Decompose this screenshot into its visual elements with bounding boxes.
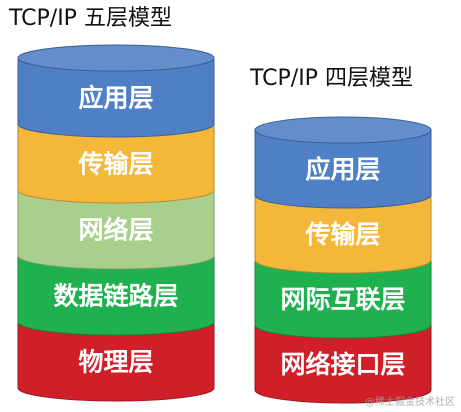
four-layer-model-title: TCP/IP 四层模型 — [250, 66, 413, 91]
five-layer-layer-2-label: 传输层 — [77, 150, 153, 179]
five-layer-model-title: TCP/IP 五层模型 — [9, 6, 172, 31]
four-layer-layer-1: 应用层 — [254, 116, 432, 209]
four-layer-layer-2-label: 传输层 — [304, 220, 380, 249]
four-layer-layer-2-body — [254, 194, 432, 274]
four-layer-layer-3-body — [254, 259, 432, 339]
four-layer-layer-4-body — [254, 324, 432, 404]
four-layer-layer-1-body — [254, 129, 432, 209]
five-layer-layer-4-label: 数据链路层 — [53, 282, 178, 311]
five-layer-layer-1: 应用层 — [17, 44, 215, 138]
four-layer-layer-4: 网络接口层 — [254, 324, 432, 404]
five-layer-layer-2-body — [17, 123, 215, 204]
five-layer-top-cap — [17, 44, 215, 72]
five-layer-layer-1-body — [17, 57, 215, 138]
five-layer-layer-1-label: 应用层 — [78, 84, 153, 113]
five-layer-layer-4: 数据链路层 — [17, 255, 215, 336]
five-layer-stack: 物理层 数据链路层 网络层 传输层 应用层 — [17, 44, 215, 402]
four-layer-layer-1-label: 应用层 — [305, 155, 380, 184]
four-layer-layer-2: 传输层 — [254, 194, 432, 274]
five-layer-layer-5: 物理层 — [17, 321, 215, 402]
watermark: @稀土掘金技术社区 — [365, 397, 455, 408]
four-layer-layer-4-label: 网络接口层 — [280, 350, 405, 379]
five-layer-layer-2: 传输层 — [17, 123, 215, 204]
five-layer-layer-3: 网络层 — [17, 189, 215, 270]
five-layer-layer-3-label: 网络层 — [78, 216, 153, 245]
five-layer-layer-4-body — [17, 255, 215, 336]
five-layer-layer-5-body — [17, 321, 215, 402]
five-layer-layer-3-body — [17, 189, 215, 270]
five-layer-layer-5-label: 物理层 — [78, 348, 153, 377]
four-layer-stack: 网络接口层 网际互联层 传输层 应用层 — [254, 116, 432, 404]
four-layer-layer-3-label: 网际互联层 — [280, 285, 405, 314]
four-layer-top-cap — [254, 116, 432, 144]
four-layer-layer-3: 网际互联层 — [254, 259, 432, 339]
